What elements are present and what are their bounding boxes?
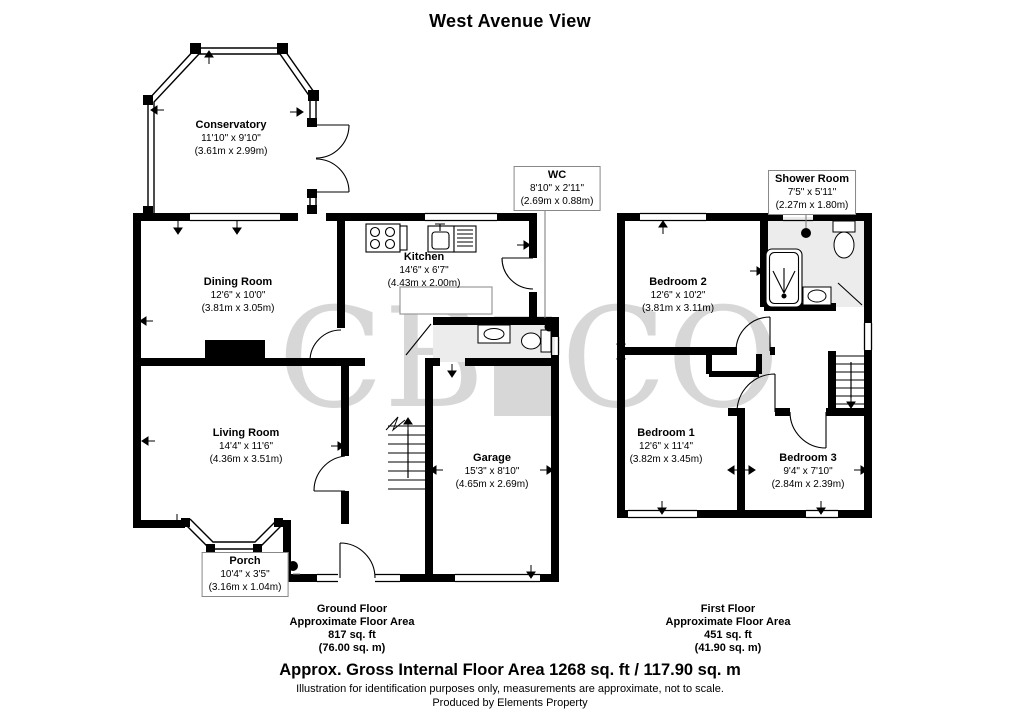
- wc-basin-icon: [477, 324, 511, 344]
- shower-basin-icon: [802, 286, 832, 306]
- dimension-arrows: [139, 50, 868, 579]
- ground-floor-plan: [133, 43, 560, 583]
- first-floor-plan: [617, 211, 873, 519]
- room-label-garage: Garage 15'3" x 8'10" (4.65m x 2.69m): [455, 452, 529, 490]
- ground-walls: [133, 213, 559, 582]
- conservatory-outline: [143, 43, 350, 216]
- wc-fan-icon: [544, 322, 554, 332]
- room-label-dining-room: Dining Room 12'6" x 10'0" (3.81m x 3.05m…: [201, 276, 275, 314]
- conservatory-french-doors: [315, 124, 350, 193]
- room-label-kitchen: Kitchen 14'6" x 6'7" (4.43m x 2.00m): [387, 251, 461, 289]
- disclaimer-text: Illustration for identification purposes…: [296, 683, 724, 695]
- room-label-bedroom-3: Bedroom 3 9'4" x 7'10" (2.84m x 2.39m): [771, 452, 845, 490]
- room-label-shower-room: Shower Room 7'5" x 5'11" (2.27m x 1.80m): [768, 170, 856, 215]
- shower-icon: [765, 248, 803, 308]
- first-floor-summary: First Floor Approximate Floor Area 451 s…: [665, 603, 791, 654]
- ground-windows: [190, 212, 560, 583]
- room-label-bedroom-2: Bedroom 2 12'6" x 10'2" (3.81m x 3.11m): [641, 276, 715, 314]
- bay-window: [181, 518, 284, 553]
- landing-cupboard: [706, 354, 762, 377]
- chimney-breast: [205, 340, 265, 366]
- hob-icon: [365, 223, 408, 253]
- room-label-conservatory: Conservatory 11'10" x 9'10" (3.61m x 2.9…: [194, 119, 268, 157]
- sink-icon: [427, 223, 477, 253]
- gross-area-text: Approx. Gross Internal Floor Area 1268 s…: [279, 661, 741, 679]
- room-label-living-room: Living Room 14'4" x 11'6" (4.36m x 3.51m…: [209, 427, 283, 465]
- stairs-first: [836, 355, 868, 405]
- ground-doors: [309, 257, 534, 579]
- watermark-right: CO: [561, 278, 780, 439]
- kitchen-counter: [399, 286, 493, 315]
- page-title: West Avenue View: [429, 11, 591, 31]
- shower-toilet-icon: [832, 220, 856, 259]
- room-label-bedroom-1: Bedroom 1 12'6" x 11'4" (3.82m x 3.45m): [629, 427, 703, 465]
- produced-by-text: Produced by Elements Property: [432, 697, 588, 709]
- shower-fan-icon: [801, 228, 811, 238]
- room-label-porch: Porch 10'4" x 3'5" (3.16m x 1.04m): [201, 552, 289, 597]
- room-label-wc: WC 8'10" x 2'11" (2.69m x 0.88m): [513, 166, 601, 211]
- porch-light-icon: [288, 561, 298, 571]
- first-doors: [735, 282, 863, 449]
- ground-floor-summary: Ground Floor Approximate Floor Area 817 …: [289, 603, 415, 654]
